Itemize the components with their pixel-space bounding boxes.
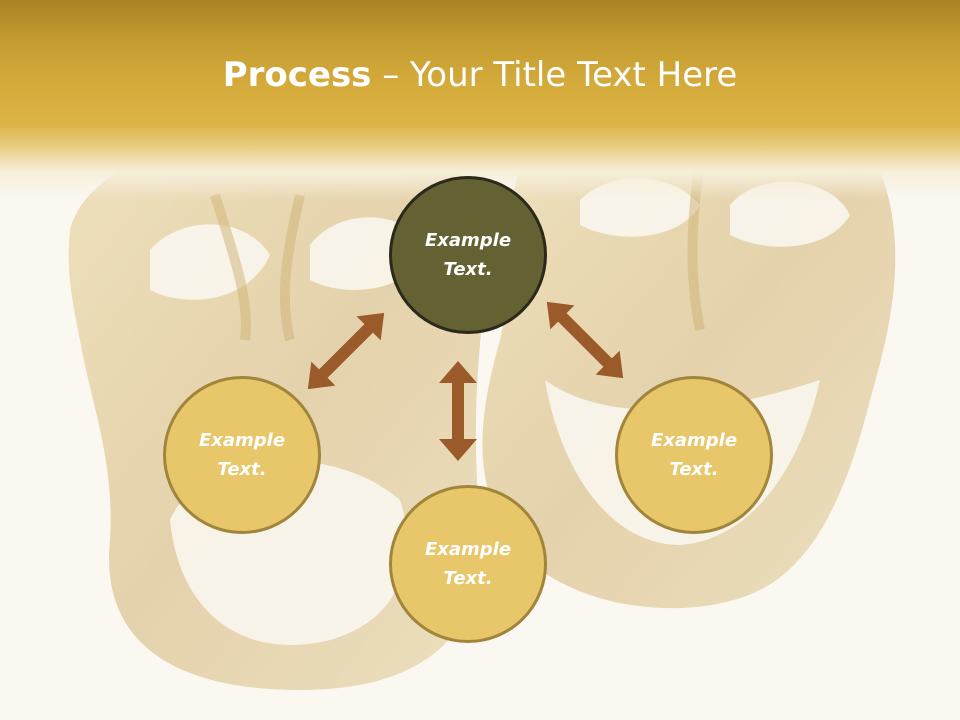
arrow-top-right (546, 301, 624, 379)
node-left-text: Example Text. (198, 430, 286, 480)
arrow-top-left (307, 312, 385, 390)
node-bottom-text: Example Text. (424, 539, 512, 589)
title-bold: Process (222, 55, 372, 95)
process-node-bottom: Example Text. (389, 485, 547, 643)
title-rest: – Your Title Text Here (371, 55, 738, 95)
arrow-top-bottom (439, 361, 477, 461)
title-banner (0, 0, 960, 200)
node-right-text: Example Text. (650, 430, 738, 480)
slide-title: Process – Your Title Text Here (0, 52, 960, 98)
node-top-text: Example Text. (424, 230, 512, 280)
process-node-right: Example Text. (615, 376, 773, 534)
process-node-top: Example Text. (389, 176, 547, 334)
process-node-left: Example Text. (163, 376, 321, 534)
